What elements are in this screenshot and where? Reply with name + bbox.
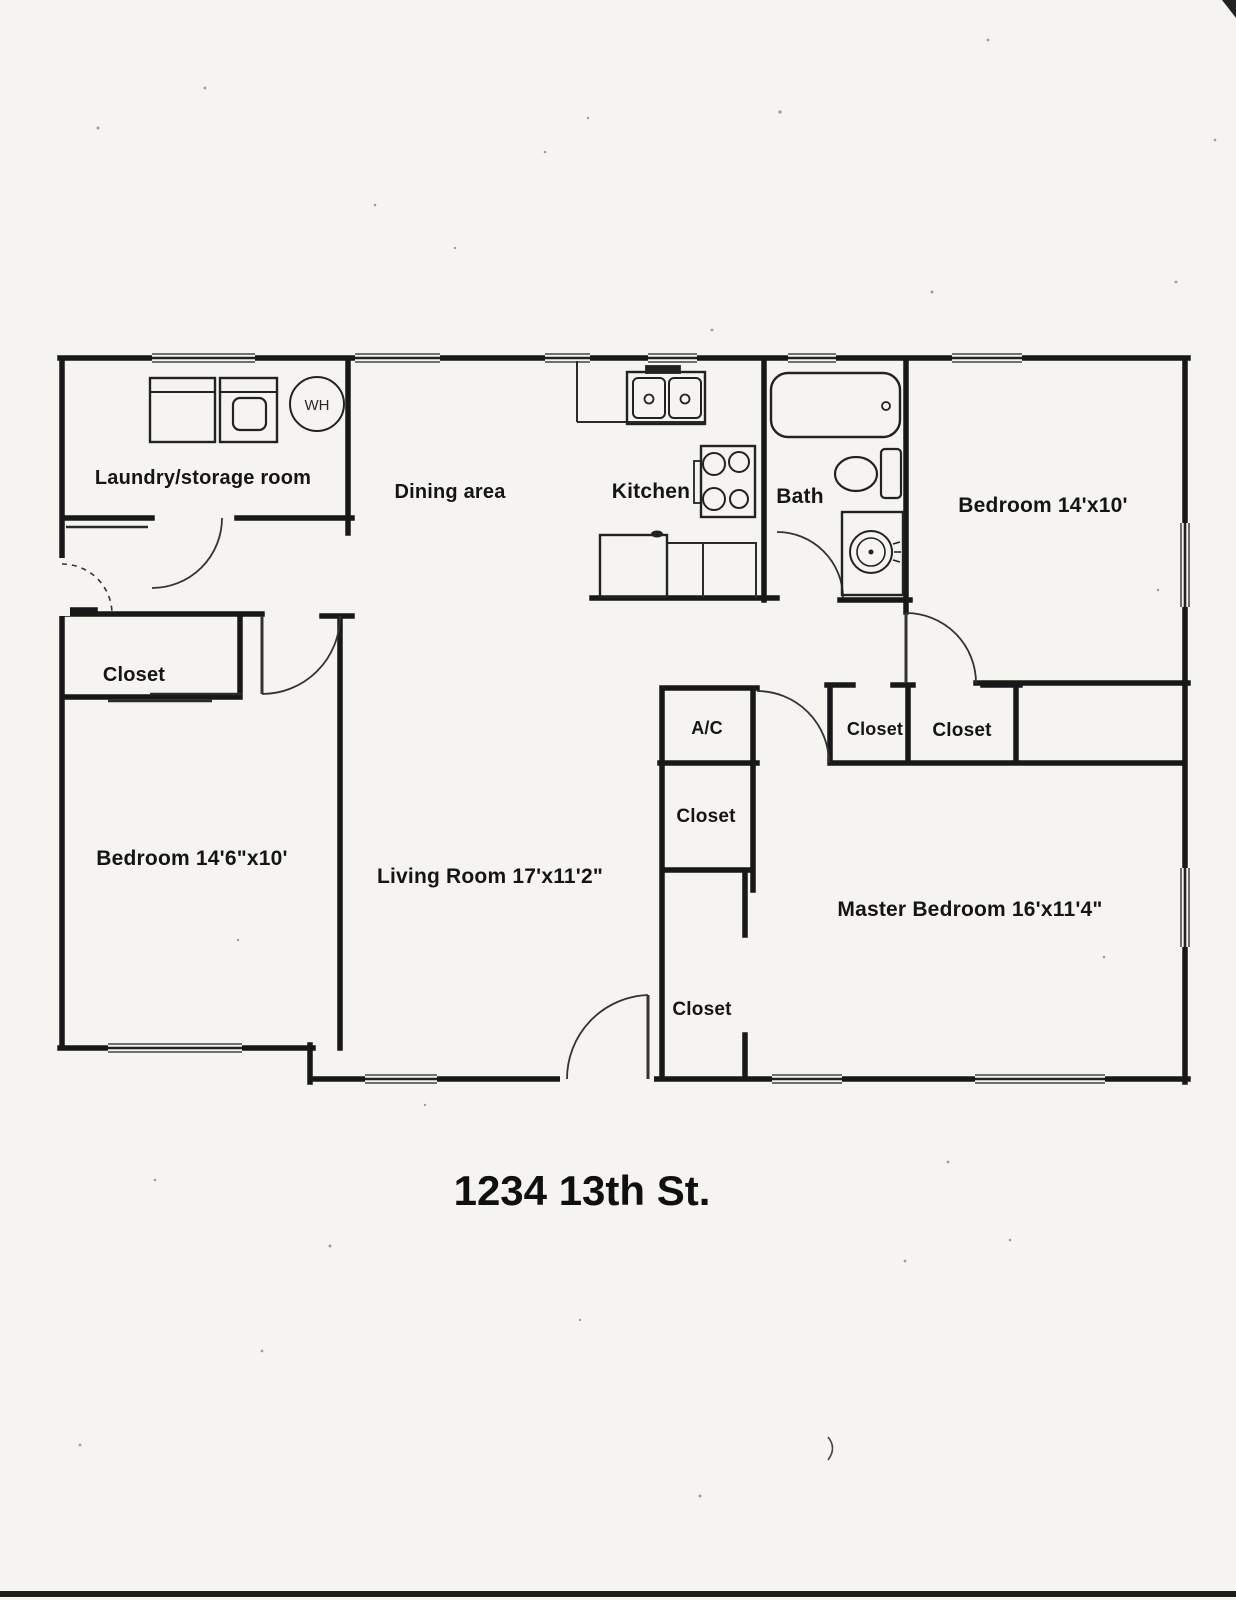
room-label-closet-living: Closet [672,999,732,1020]
stove-icon [693,444,757,519]
fixtures [148,365,905,599]
scan-corner-artifact [1222,0,1236,18]
dryer-icon [218,376,279,444]
room-label-bedroom-right: Bedroom 14'x10' [958,494,1127,517]
window [975,1073,1105,1085]
right-bedroom-door-arc [905,612,977,684]
window [1179,523,1191,607]
scan-noise [78,38,1217,1498]
window [648,352,697,364]
refrigerator-icon [598,530,669,599]
washer-icon [148,376,217,444]
window [545,352,590,364]
toilet-icon [833,447,903,500]
room-label-closet-master-left: Closet [847,719,903,739]
sliding-doors [66,525,242,703]
address-caption: 1234 13th St. [454,1167,711,1214]
walls [57,355,1191,1085]
window [355,352,440,364]
room-label-laundry: Laundry/storage room [95,467,311,489]
water-heater-label: WH [305,397,330,414]
room-label-kitchen: Kitchen [612,480,690,503]
bathtub-icon [769,371,902,439]
room-label-ac-closet: A/C [691,718,723,738]
room-labels: Laundry/storage room Dining area Kitchen… [95,397,1128,1020]
window [1179,868,1191,947]
room-label-bath: Bath [776,485,823,508]
window [365,1073,437,1085]
windows [108,352,1191,1085]
window [152,352,255,364]
master-bedroom-door-arc [756,690,830,764]
laundry-door-arc [151,517,223,589]
window [772,1073,842,1085]
window [788,352,836,364]
window [952,352,1022,364]
room-label-closet-left-bedroom: Closet [103,664,165,686]
window [108,1042,242,1054]
door-gaps [54,558,654,1087]
front-door-gap [560,1071,654,1087]
kitchen-counter [576,361,757,598]
side-door-gap [54,558,70,616]
front-door-arc [566,994,649,1080]
scan-stray-mark [827,1436,834,1461]
doors [61,517,977,1080]
room-label-closet-master-right: Closet [932,720,992,741]
bathroom-sink-icon [840,510,905,597]
scan-edge-line [0,1591,1236,1597]
left-bedroom-door-arc [261,615,341,695]
kitchen-sink-icon [625,365,707,426]
room-label-closet-under-ac: Closet [676,806,736,827]
room-label-living-room: Living Room 17'x11'2" [377,865,603,888]
room-label-bedroom-left: Bedroom 14'6"x10' [96,847,287,870]
room-label-dining: Dining area [394,481,506,503]
water-heater-icon [289,376,345,432]
room-label-master-bedroom: Master Bedroom 16'x11'4" [837,898,1102,921]
